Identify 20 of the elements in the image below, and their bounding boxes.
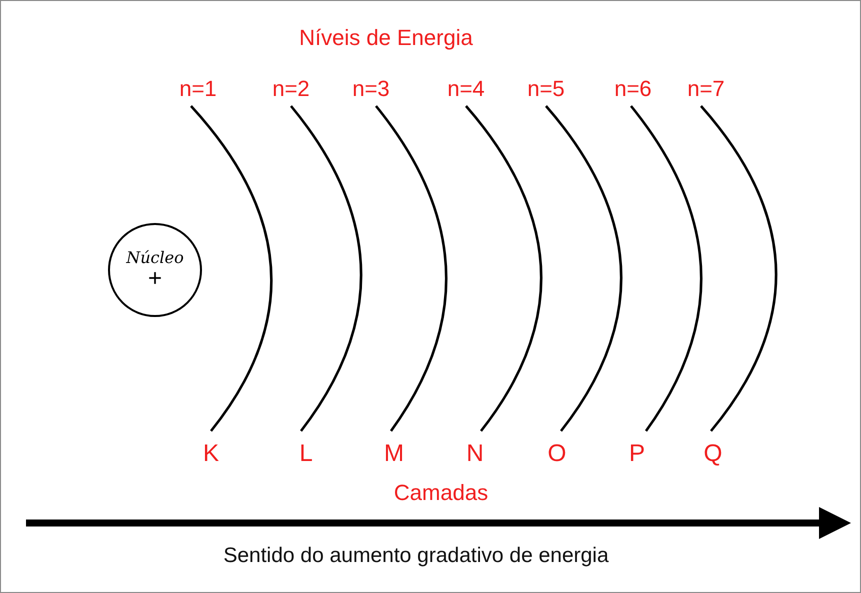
level-label: n=7 xyxy=(687,76,725,102)
level-label: n=4 xyxy=(447,76,485,102)
level-label: n=3 xyxy=(352,76,390,102)
shell-letter: M xyxy=(384,440,404,468)
shell-letter: N xyxy=(466,440,484,468)
shell-letter: L xyxy=(299,440,313,468)
nucleus-label: Núcleo xyxy=(126,249,184,267)
level-label: n=5 xyxy=(527,76,565,102)
shell-letter: Q xyxy=(704,440,722,468)
level-label: n=1 xyxy=(179,76,217,102)
charge-sign: + xyxy=(148,266,162,291)
level-label: n=6 xyxy=(614,76,652,102)
diagram-title: Níveis de Energia xyxy=(298,25,474,51)
nucleus-circle xyxy=(108,223,202,317)
shell-letter: K xyxy=(203,440,219,468)
shell-letter: P xyxy=(629,440,645,468)
arrow-caption: Sentido do aumento gradativo de energia xyxy=(223,544,609,568)
shell-letter: O xyxy=(548,440,566,468)
level-label: n=2 xyxy=(272,76,310,102)
shells-caption: Camadas xyxy=(394,480,488,506)
